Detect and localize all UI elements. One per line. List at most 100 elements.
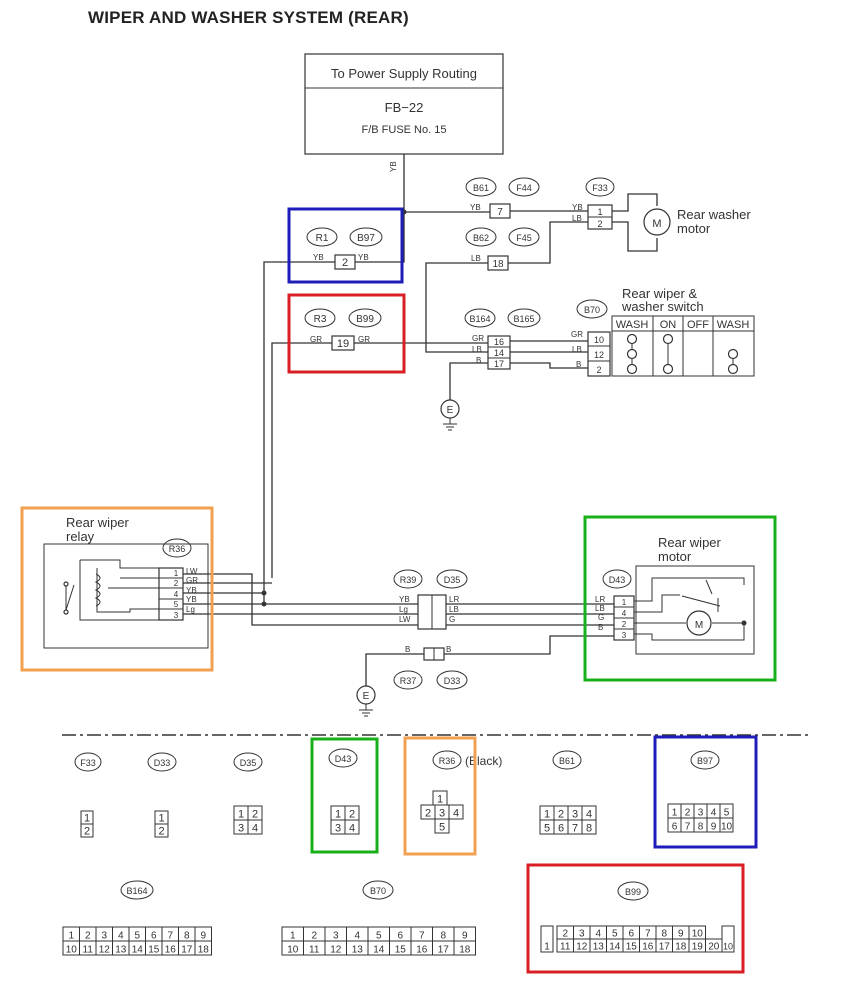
- pin-cell-d33: 2: [154, 823, 169, 838]
- pin-cell-d35: 2: [247, 805, 263, 821]
- pin-label: 9: [711, 822, 717, 833]
- pin-cell-d35: 3: [233, 819, 249, 835]
- pin-label: 2: [562, 929, 568, 940]
- power-box-line1: To Power Supply Routing: [331, 66, 477, 81]
- pin-cell-b97: 7: [680, 817, 695, 833]
- pin-label: 3: [333, 931, 339, 942]
- connector-tag-d35: D35: [444, 575, 461, 585]
- pin-label: 9: [678, 929, 684, 940]
- pin-number: 2: [622, 620, 627, 629]
- svg-text:M: M: [652, 218, 661, 230]
- pin-cell-b164: 17: [178, 940, 196, 956]
- page-title: WIPER AND WASHER SYSTEM (REAR): [88, 8, 409, 27]
- pin-number: 1: [622, 598, 627, 607]
- pin-label: 2: [425, 808, 431, 820]
- connector-tag-b61: B61: [473, 183, 489, 193]
- face-tag-b61: B61: [559, 756, 575, 766]
- pin-number: 4: [622, 609, 627, 618]
- pin-label: 7: [419, 931, 425, 942]
- face-tag-d33: D33: [154, 758, 171, 768]
- pin-label: 10: [66, 945, 78, 956]
- pin-cell-b61: 1: [539, 805, 555, 821]
- wire-label: B: [405, 645, 410, 654]
- pin-label: 2: [685, 808, 691, 819]
- connector-tag-b97: B97: [357, 233, 375, 244]
- pin-label: 3: [579, 929, 585, 940]
- connector-tag-b165: B165: [513, 314, 534, 324]
- face-tag-f33: F33: [80, 758, 96, 768]
- connector-tag-r36: R36: [169, 544, 186, 554]
- ground-symbol: E: [363, 691, 370, 702]
- wire-label: YB: [470, 203, 481, 212]
- pin-number: 2: [596, 365, 601, 375]
- pin-label: 1: [437, 794, 443, 806]
- pin-cell-b70: 2: [303, 926, 326, 942]
- power-supply-box: To Power Supply Routing FB−22 F/B FUSE N…: [304, 53, 504, 155]
- ground-symbol: E: [447, 405, 454, 416]
- pin-label: 7: [645, 929, 651, 940]
- connector-tag-f45: F45: [516, 233, 532, 243]
- face-tag-b164: B164: [126, 886, 147, 896]
- pin-label: 3: [101, 931, 107, 942]
- pin-label: 2: [558, 809, 564, 821]
- pin-cell-b99: 2: [556, 925, 574, 940]
- pin-cell-d43: 1: [330, 805, 346, 821]
- pin-label: 6: [672, 822, 678, 833]
- pin-cell-b99: 10: [688, 925, 706, 940]
- pin-label: 18: [675, 942, 687, 953]
- pin-label: 10: [723, 942, 733, 952]
- washer-motor-label-2: motor: [677, 221, 711, 236]
- pin-cell-b99: 5: [606, 925, 624, 940]
- pin-label: 10: [721, 822, 733, 833]
- pin-label: 12: [330, 945, 342, 956]
- highlight-red-r3-b99: [287, 293, 406, 374]
- wire-label: LB: [572, 345, 582, 354]
- pin-cell-b70: 3: [324, 926, 347, 942]
- pin-cell-b99: 10: [721, 925, 735, 953]
- pin-label: 3: [439, 808, 445, 820]
- pin-label: 3: [698, 808, 704, 819]
- connector-tag-b164: B164: [469, 314, 490, 324]
- wire-label: Lg: [399, 605, 408, 614]
- pin-number: 7: [497, 207, 503, 218]
- pin-label: 1: [238, 809, 244, 821]
- relay-label-2: relay: [66, 529, 95, 544]
- connector-tag-f33: F33: [592, 183, 608, 193]
- highlight-green-d43-face: [310, 737, 379, 854]
- pin-cell-r36: 4: [448, 804, 464, 820]
- switch-col-on: ON: [660, 319, 677, 331]
- pin-number: 18: [492, 259, 504, 270]
- wire-label: YB: [399, 595, 410, 604]
- pin-cell-b99: 18: [672, 938, 690, 953]
- pin-cell-b97: 2: [680, 803, 695, 819]
- pin-cell-b61: 2: [553, 805, 569, 821]
- pin-cell-b70: 14: [367, 940, 390, 956]
- pin-number: 14: [494, 348, 504, 358]
- pin-label: 15: [395, 945, 407, 956]
- face-tag-d35: D35: [240, 758, 257, 768]
- pin-label: 8: [698, 822, 704, 833]
- pin-label: 18: [198, 945, 210, 956]
- wire-label: B: [476, 356, 481, 365]
- connector-tag-d43: D43: [609, 575, 626, 585]
- switch-col-wash2: WASH: [717, 319, 750, 331]
- pin-cell-b99: 1: [540, 925, 554, 953]
- pin-label: 17: [438, 945, 450, 956]
- connector-tag-r1: R1: [316, 233, 329, 244]
- pin-label: 4: [252, 823, 258, 835]
- pin-label: 1: [158, 813, 164, 825]
- pin-cell-b164: 4: [112, 926, 130, 942]
- pin-label: 2: [158, 826, 164, 838]
- pin-cell-b61: 7: [567, 819, 583, 835]
- wire-label: LR: [449, 595, 459, 604]
- pin-label: 4: [711, 808, 717, 819]
- pin-label: 16: [642, 942, 654, 953]
- wire-label: LB: [472, 345, 482, 354]
- pin-label: 2: [311, 931, 317, 942]
- pin-label: 5: [724, 808, 730, 819]
- face-tag-b97: B97: [697, 756, 713, 766]
- pin-cell-d35: 4: [247, 819, 263, 835]
- wire-label: LR: [595, 595, 605, 604]
- pin-label: 7: [572, 823, 578, 835]
